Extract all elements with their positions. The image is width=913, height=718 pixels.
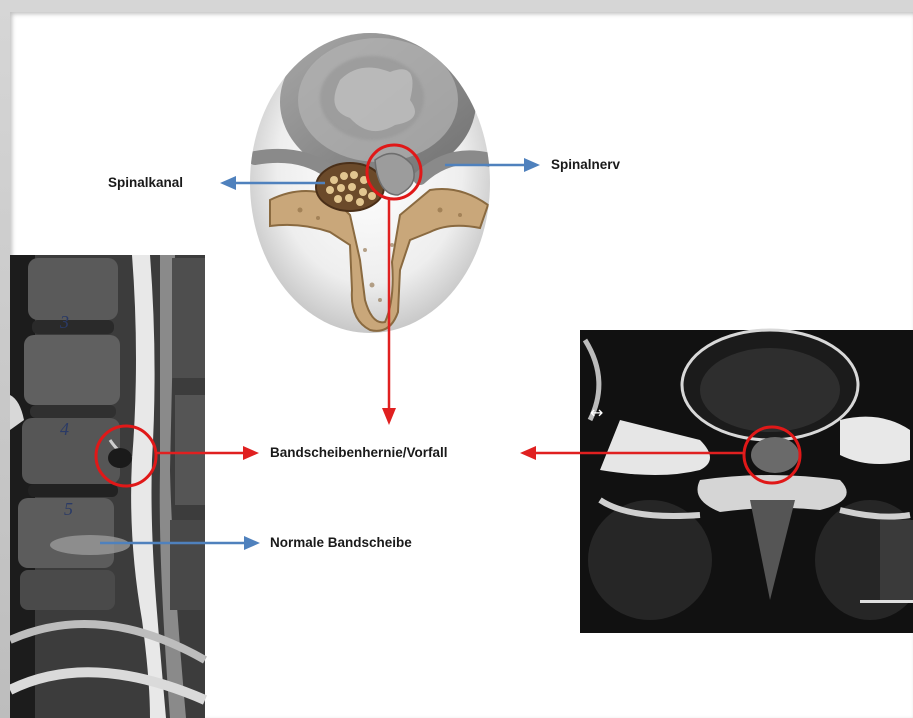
vertebra-label-5: 5	[64, 499, 73, 519]
vertebra-label-3: 3	[59, 312, 69, 332]
diagram-svg: 3 4 5 ↔	[10, 12, 913, 718]
axial-scale-marker: ↔	[590, 403, 603, 422]
mri-axial	[580, 330, 913, 633]
vertebra-label-4: 4	[60, 419, 69, 439]
label-spinalkanal: Spinalkanal	[108, 175, 183, 191]
label-normale-bandscheibe: Normale Bandscheibe	[270, 535, 412, 551]
label-bandscheibenhernie: Bandscheibenhernie/Vorfall	[270, 445, 448, 461]
spine-illustration	[250, 24, 490, 333]
label-spinalnerv: Spinalnerv	[551, 157, 620, 173]
slide-canvas: 3 4 5 ↔	[10, 12, 913, 718]
mri-sagittal	[10, 255, 205, 718]
